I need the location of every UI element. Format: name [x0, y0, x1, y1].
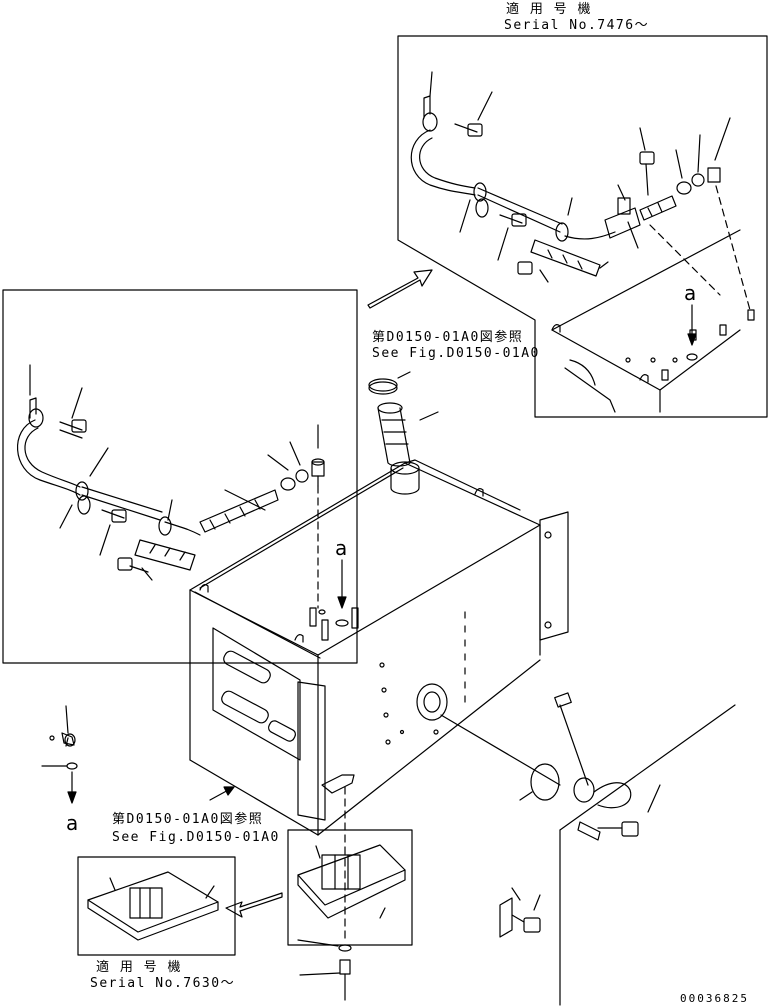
filler-cap-and-strainer: [369, 372, 438, 466]
view-a-label-detail: a: [335, 536, 348, 560]
under-cover-bottom-center: [298, 845, 405, 918]
detail-frame-bottom-center: [288, 830, 412, 945]
serial-note-bottom-jp: 適 用 号 機: [96, 960, 182, 975]
level-sender: [520, 693, 660, 840]
view-a-label-left: a: [66, 811, 79, 835]
serial-note-top-jp: 適 用 号 機: [506, 2, 592, 17]
view-arrow-to-top-detail: [368, 270, 432, 308]
view-a-label-top: a: [684, 281, 697, 305]
sender-bracket-bolt: [500, 888, 540, 937]
figure-ref-top-en: See Fig.D0150-01A0: [372, 346, 540, 361]
figure-ref-top-jp: 第D0150-01A0図参照: [372, 330, 524, 345]
under-cover-bottom-left: [88, 872, 218, 940]
detail-frame-sender-lower-right: [560, 705, 735, 1005]
return-pipe-top-right: [411, 72, 754, 412]
detail-frame-top-right: [398, 36, 767, 417]
detail-frame-left: [3, 290, 357, 663]
view-a-marker: [42, 706, 77, 803]
figure-ref-bottom-en: See Fig.D0150-01A0: [112, 830, 280, 845]
drain-plug: [298, 940, 351, 1000]
detail-frame-bottom-left: [78, 857, 235, 955]
hydraulic-tank: [190, 460, 568, 940]
document-number: 00036825: [680, 992, 749, 1005]
return-pipe-left: [18, 365, 346, 608]
serial-note-bottom-en: Serial No.7630～: [90, 976, 236, 991]
ref-arrow-bottom: [210, 787, 234, 800]
serial-note-top-en: Serial No.7476～: [504, 18, 650, 33]
figure-ref-bottom-jp: 第D0150-01A0図参照: [112, 812, 264, 827]
view-arrow-to-bottom-detail: [226, 893, 282, 917]
